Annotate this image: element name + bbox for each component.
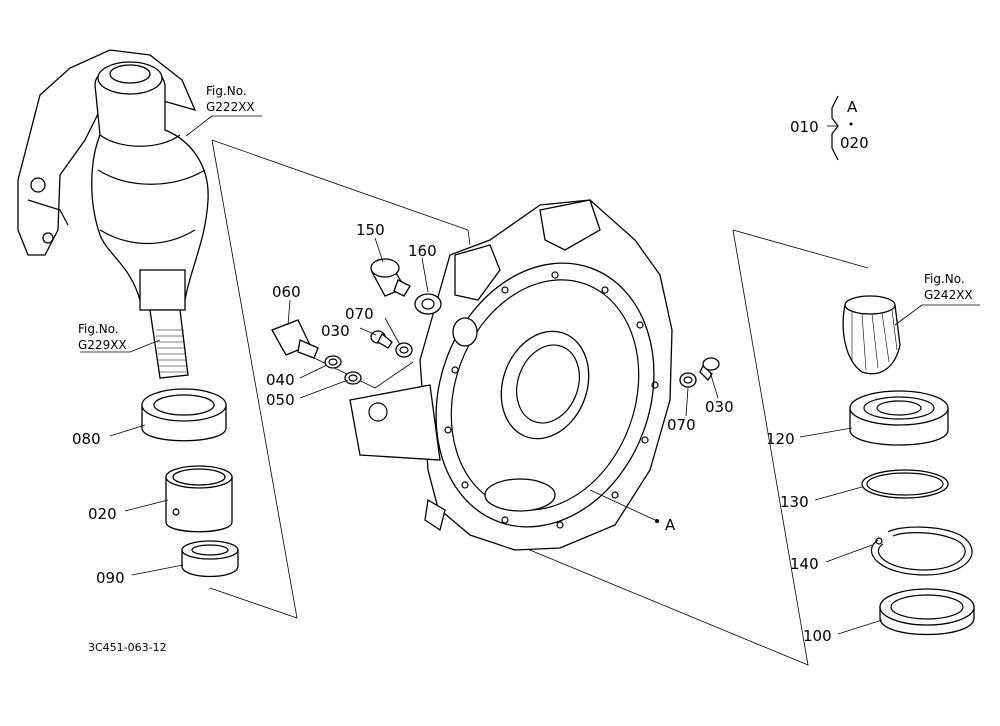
fig-ref-g222-line2: G222XX: [206, 100, 255, 114]
callout-040: 040: [266, 371, 295, 389]
collar-020: [165, 465, 233, 533]
point-a-marker: A: [655, 516, 676, 534]
bolt-030-right: [699, 357, 720, 382]
bolt-030-left: [370, 330, 393, 349]
callout-080: 080: [72, 430, 101, 448]
snap-ring-130: [861, 469, 949, 499]
legend-part-010: 010: [790, 118, 819, 136]
gear-case-housing: [17, 49, 209, 379]
fig-ref-g222-line1: Fig.No.: [206, 84, 247, 98]
fig-ref-g229-line2: G229XX: [78, 338, 127, 352]
callout-130: 130: [780, 493, 809, 511]
callout-030-left: 030: [321, 322, 350, 340]
washer-070-right: [679, 372, 697, 388]
callout-020: 020: [88, 505, 117, 523]
oil-seal-080: [141, 388, 227, 442]
fig-ref-g229-line1: Fig.No.: [78, 322, 119, 336]
callout-070-right: 070: [667, 416, 696, 434]
stud-060: [271, 319, 319, 359]
callout-100: 100: [803, 627, 832, 645]
washer-040: [324, 355, 342, 369]
point-a-label: A: [665, 516, 676, 534]
gear-case-main: [349, 199, 673, 551]
callout-070-left: 070: [345, 305, 374, 323]
callout-050: 050: [266, 391, 295, 409]
washer-050: [344, 371, 362, 385]
fig-ref-g242-line1: Fig.No.: [924, 272, 965, 286]
callout-030-right: 030: [705, 398, 734, 416]
fig-ref-g242-line2: G242XX: [924, 288, 973, 302]
seal-100: [879, 588, 975, 636]
gasket-160: [414, 293, 442, 315]
bevel-pinion-gear: [842, 295, 901, 375]
legend-dot: [849, 122, 853, 126]
washer-070-left: [395, 342, 413, 358]
seal-090: [181, 540, 239, 578]
figure-reference-g242: Fig.No. G242XX: [924, 272, 973, 302]
legend-part-020: 020: [840, 134, 869, 152]
callout-090: 090: [96, 569, 125, 587]
part-callouts: 150 160 060 070 030 040 050 070 030 080 …: [72, 221, 832, 645]
legend-010-020: 010 A 020: [790, 98, 869, 152]
internal-circlip-140: [871, 526, 973, 576]
plug-150: [370, 258, 411, 297]
callout-160: 160: [408, 242, 437, 260]
point-a-dot: [655, 519, 659, 523]
assembly-frame-lines: [209, 139, 869, 666]
legend-label-a: A: [847, 98, 858, 116]
callout-140: 140: [790, 555, 819, 573]
callout-150: 150: [356, 221, 385, 239]
drawing-code: 3C451-063-12: [88, 641, 167, 654]
callout-060: 060: [272, 283, 301, 301]
figure-reference-g222: Fig.No. G222XX: [206, 84, 255, 114]
figure-reference-g229: Fig.No. G229XX: [78, 322, 127, 352]
bearing-120: [849, 390, 949, 446]
callout-120: 120: [766, 430, 795, 448]
leader-lines: [80, 95, 980, 635]
